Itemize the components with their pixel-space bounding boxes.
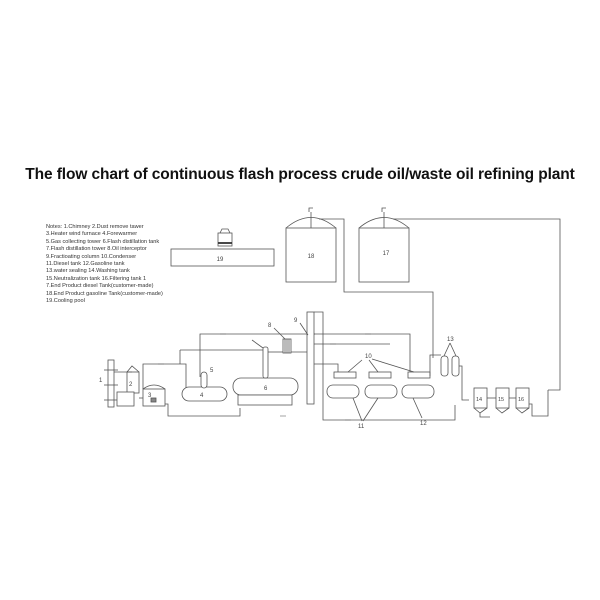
label-10: 10 bbox=[365, 354, 372, 360]
note-line: 7.End Product diesel Tank(customer-made) bbox=[46, 283, 154, 290]
diagram-title: The flow chart of continuous flash proce… bbox=[25, 166, 575, 183]
note-line: 15.Neutralization tank 16.Filtering tank… bbox=[46, 275, 147, 282]
cooling-pool-19: 19 bbox=[170, 228, 275, 267]
label-11: 11 bbox=[358, 424, 365, 430]
label-2: 2 bbox=[129, 382, 133, 388]
note-line: Notes: 1.Chimney 2.Dust remove tawer bbox=[46, 224, 144, 230]
label-15: 15 bbox=[498, 397, 504, 403]
label-17: 17 bbox=[383, 251, 390, 257]
heater-furnace-3: 3 bbox=[142, 384, 166, 407]
note-line: 18.End Product gasoline Tank(customer-ma… bbox=[46, 290, 163, 297]
label-14: 14 bbox=[476, 397, 482, 403]
chimney-1: 1 bbox=[99, 359, 118, 408]
water-sealing-13: 13 bbox=[440, 337, 460, 377]
label-8: 8 bbox=[268, 323, 272, 329]
diesel-product-tank-17: 17 bbox=[358, 207, 410, 283]
label-19: 19 bbox=[217, 257, 224, 263]
flow-arrows bbox=[158, 333, 371, 421]
note-line: 5.Gas collecting tower 6.Flash distillat… bbox=[46, 238, 160, 245]
gasoline-product-tank-18: 18 bbox=[285, 207, 337, 283]
note-line: 13.water sealing 14.Washing tank bbox=[46, 268, 130, 275]
label-1: 1 bbox=[99, 378, 103, 384]
gas-collecting-tower-5: 5 bbox=[200, 368, 214, 389]
forewarmer-4: 4 bbox=[181, 386, 228, 402]
label-9: 9 bbox=[294, 318, 298, 324]
label-3: 3 bbox=[148, 393, 152, 399]
label-5: 5 bbox=[210, 368, 214, 374]
note-line: 9.Fractioating column 10.Condenser bbox=[46, 253, 137, 260]
note-line: 3.Heater wind furnace 4.Forewarmer bbox=[46, 231, 138, 238]
label-12: 12 bbox=[420, 421, 427, 427]
filtering-tank-16: 16 bbox=[515, 387, 530, 414]
label-16: 16 bbox=[518, 397, 524, 403]
label-4: 4 bbox=[200, 393, 204, 399]
fractionating-column-9: 9 bbox=[294, 311, 315, 405]
condenser-10: 10 bbox=[333, 354, 431, 379]
washing-tank-14: 14 bbox=[473, 387, 488, 414]
flash-distillation-tower-7 bbox=[251, 339, 269, 379]
notes-legend: Notes: 1.Chimney 2.Dust remove tawer 3.H… bbox=[46, 224, 163, 305]
flash-distillation-tank-6: 6 bbox=[232, 377, 299, 406]
oil-interceptor-8: 8 bbox=[268, 323, 292, 354]
note-line: 19.Cooling pool bbox=[46, 298, 85, 305]
note-line: 11.Diesel tank 12.Gasoline tank bbox=[46, 261, 125, 268]
label-6: 6 bbox=[264, 386, 268, 392]
diesel-gasoline-tanks-11-12: 11 12 bbox=[326, 384, 435, 430]
label-13: 13 bbox=[447, 337, 454, 343]
note-line: 7.Flash distillation tower 8.Oil interce… bbox=[46, 246, 147, 253]
label-18: 18 bbox=[308, 254, 315, 260]
dust-remove-tower-2: 2 bbox=[114, 365, 140, 407]
neutralization-tank-15: 15 bbox=[495, 387, 510, 414]
